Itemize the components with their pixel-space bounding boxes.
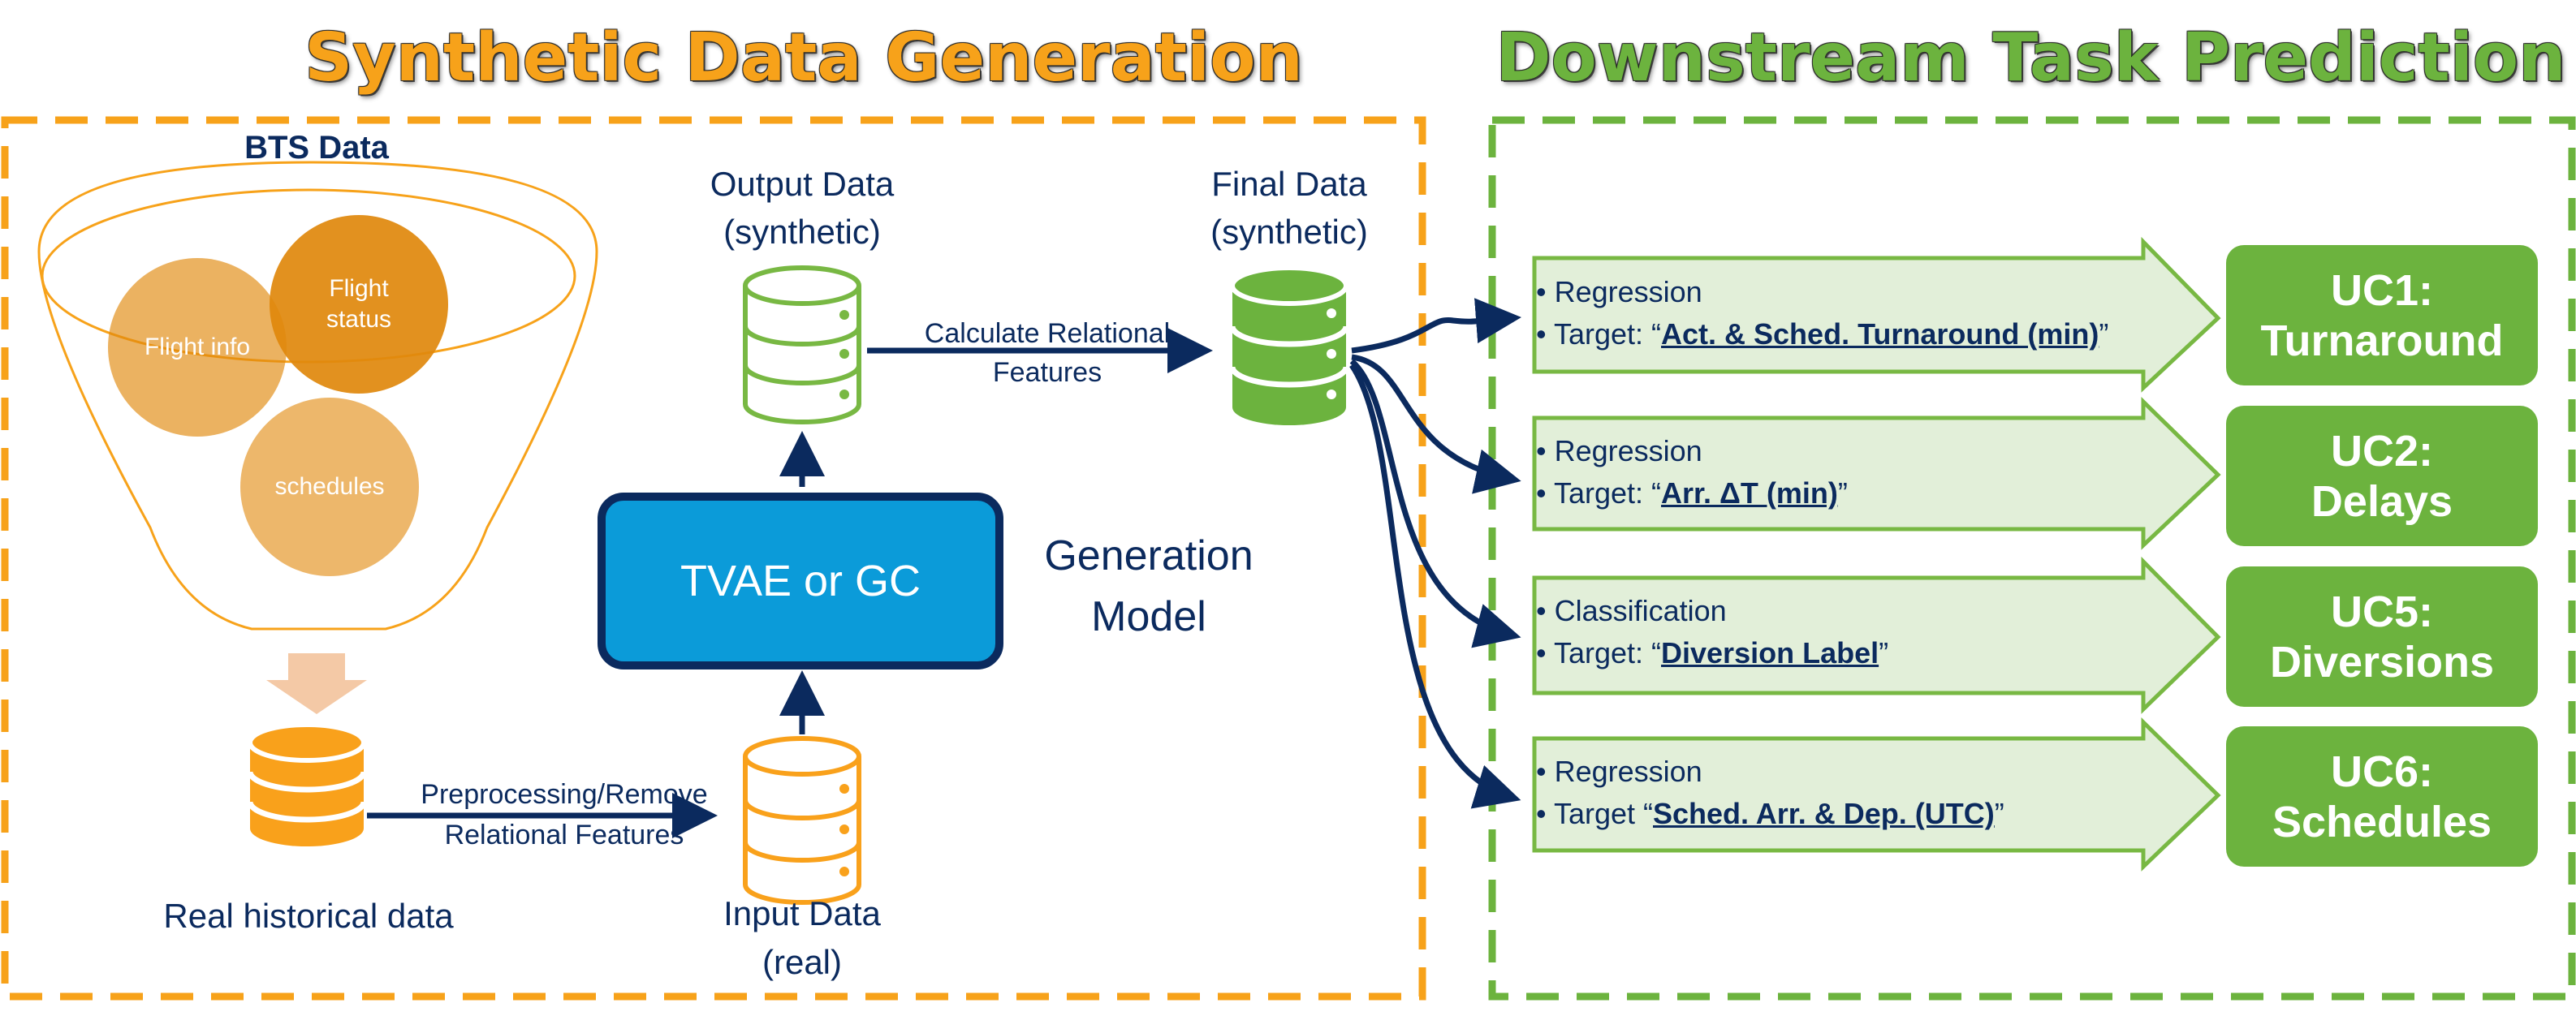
- task3-target-line: • Target: “Diversion Label”: [1536, 636, 1889, 669]
- uc2-name: Delays: [2311, 476, 2453, 526]
- input-label-line2: (real): [762, 943, 842, 981]
- uc5-id: UC5:: [2330, 587, 2433, 636]
- preprocess-label-line1: Preprocessing/Remove: [421, 779, 708, 810]
- generation-model-label-line1: Generation: [1044, 532, 1253, 579]
- input-label-line1: Input Data: [723, 894, 881, 932]
- final-to-task4-arrow: [1349, 364, 1521, 809]
- task1-arrow-shape: [1532, 236, 2221, 393]
- funnel-down-arrow: [266, 653, 367, 714]
- left-section-title: Synthetic Data Generation: [304, 19, 1303, 97]
- right-section-title: Downstream Task Prediction: [1495, 19, 2566, 97]
- task1-text: • Regression • Target: “Act. & Sched. Tu…: [1536, 271, 2108, 355]
- bts-data-title: BTS Data: [244, 130, 389, 166]
- final-to-task1-arrow: [1351, 298, 1521, 354]
- calc-label-line2: Features: [992, 357, 1102, 388]
- task2-target: Arr. ΔT (min): [1661, 476, 1838, 510]
- uc6-id: UC6:: [2330, 747, 2433, 796]
- generation-model-box: TVAE or GC: [598, 493, 1003, 669]
- final-to-task2-arrow: [1351, 354, 1521, 494]
- output-label-line1: Output Data: [710, 165, 895, 203]
- final-db-icon: [1229, 265, 1349, 425]
- output-label-line2: (synthetic): [723, 213, 881, 251]
- task4-text: • Regression • Target “Sched. Arr. & Dep…: [1536, 751, 2004, 835]
- task1-type: • Regression: [1536, 275, 1702, 308]
- task3-type: • Classification: [1536, 594, 1727, 627]
- task4-arrow-shape: [1532, 717, 2221, 872]
- task3-target: Diversion Label: [1661, 636, 1879, 669]
- uc1-id: UC1:: [2330, 265, 2433, 315]
- real-historical-label: Real historical data: [163, 897, 454, 935]
- final-to-task3-arrow: [1349, 359, 1521, 648]
- task2-type: • Regression: [1536, 434, 1702, 467]
- synthetic-section-frame: [1, 116, 1426, 1001]
- task2-target-line: • Target: “Arr. ΔT (min)”: [1536, 476, 1848, 510]
- uc2-id: UC2:: [2330, 426, 2433, 476]
- circle-flight-status: Flight status: [270, 215, 448, 394]
- uc6-box: UC6: Schedules: [2226, 726, 2538, 867]
- downstream-section-frame: [1488, 116, 2576, 1001]
- task2-arrow-shape: [1532, 397, 2221, 550]
- output-db-icon: [743, 265, 861, 424]
- input-db-icon: [743, 736, 861, 905]
- task1-target: Act. & Sched. Turnaround (min): [1661, 317, 2099, 351]
- task4-type: • Regression: [1536, 755, 1702, 788]
- uc2-box: UC2: Delays: [2226, 406, 2538, 546]
- preprocess-label-line2: Relational Features: [444, 820, 684, 850]
- calc-label-line1: Calculate Relational: [924, 318, 1171, 349]
- bts-funnel: [37, 161, 598, 631]
- task4-target: Sched. Arr. & Dep. (UTC): [1653, 797, 1995, 830]
- final-label-line1: Final Data: [1211, 165, 1367, 203]
- task3-text: • Classification • Target: “Diversion La…: [1536, 590, 1888, 674]
- real-db-icon: [247, 722, 367, 846]
- task2-text: • Regression • Target: “Arr. ΔT (min)”: [1536, 430, 1848, 514]
- circle-schedules: schedules: [240, 398, 419, 576]
- task3-arrow-shape: [1532, 556, 2221, 714]
- uc5-name: Diversions: [2269, 637, 2495, 687]
- uc6-name: Schedules: [2272, 797, 2492, 846]
- final-label-line2: (synthetic): [1210, 213, 1368, 251]
- generation-model-label-line2: Model: [1091, 593, 1206, 640]
- uc1-box: UC1: Turnaround: [2226, 245, 2538, 385]
- uc5-box: UC5: Diversions: [2226, 566, 2538, 707]
- circle-flight-info: Flight info: [108, 258, 287, 437]
- uc1-name: Turnaround: [2260, 316, 2504, 365]
- task4-target-line: • Target “Sched. Arr. & Dep. (UTC)”: [1536, 797, 2004, 830]
- task1-target-line: • Target: “Act. & Sched. Turnaround (min…: [1536, 317, 2109, 351]
